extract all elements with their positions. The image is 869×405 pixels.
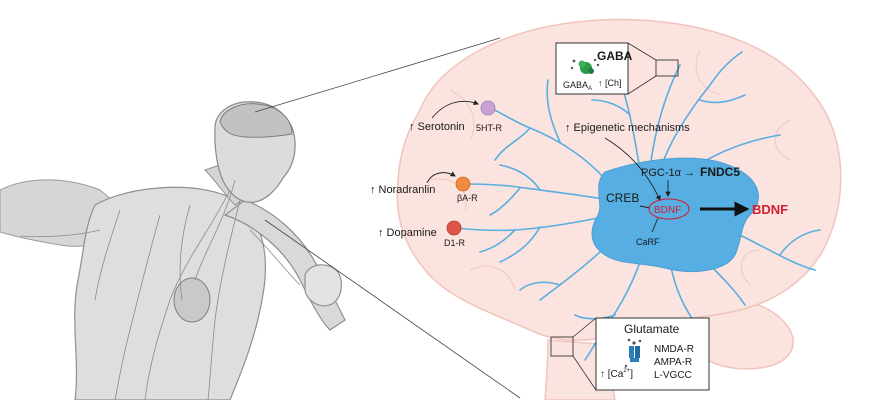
zoom-line-top	[254, 37, 501, 113]
gaba-inset: GABA GABAA ↑ [Ch]	[555, 42, 679, 95]
glutamate-box	[595, 317, 710, 391]
gaba-receptor-subscript: A	[588, 86, 592, 92]
carf-link	[651, 217, 659, 233]
gaba-chloride-label: ↑ [Ch]	[598, 78, 622, 88]
pgc-label: PGC-1α →	[641, 167, 695, 179]
calcium-label: ↑ [Ca2+]	[600, 368, 633, 380]
calcium-bracket: ]	[630, 369, 633, 380]
gaba-receptor-label: GABAA	[563, 80, 592, 92]
gaba-callout-line-top	[627, 42, 657, 61]
gaba-receptor-icon	[570, 58, 600, 74]
gaba-receptor-text: GABA	[563, 80, 588, 90]
bdnf-output-label: BDNF	[752, 202, 788, 217]
runner-torso	[74, 186, 267, 401]
glutamate-inset: Glutamate NMDA-R AMPA-R L-VGCC ↑ [Ca2+]	[550, 317, 710, 391]
serotonin-arrow	[431, 99, 480, 119]
runner-brain	[219, 103, 293, 138]
runner-heart	[173, 277, 211, 323]
glutamate-receptor-icon	[624, 338, 642, 368]
dendrites	[454, 44, 821, 361]
noradrenaline-arrow	[426, 171, 456, 184]
bdnf-ellipse	[648, 198, 690, 220]
glutamate-receptor-2: AMPA-R	[654, 357, 692, 368]
epigenetic-label: ↑ Epigenetic mechanisms	[565, 122, 690, 134]
runner-figure	[0, 101, 346, 401]
fndc5-label: FNDC5	[700, 165, 740, 179]
gaba-callout-line-bottom	[627, 75, 657, 95]
dopamine-receptor-dot	[446, 220, 462, 236]
dopamine-label: ↑ Dopamine	[378, 227, 437, 239]
glutamate-title: Glutamate	[624, 322, 680, 336]
glutamate-receptor-3: L-VGCC	[654, 370, 692, 381]
serotonin-receptor-label: 5HT-R	[476, 123, 503, 133]
zoom-line-bottom	[264, 219, 521, 399]
gaba-source-square	[655, 59, 679, 77]
neurotransmitter-inputs	[426, 99, 750, 236]
calcium-text: ↑ [Ca	[600, 369, 624, 380]
runner-vessels	[19, 179, 301, 401]
runner-fist	[304, 264, 342, 307]
noradrenaline-receptor-dot	[455, 176, 471, 192]
creb-label: CREB	[606, 191, 639, 205]
serotonin-label: ↑ Serotonin	[409, 121, 465, 133]
creb-link	[639, 205, 651, 209]
noradrenaline-label: ↑ Noradranlin	[370, 184, 435, 196]
diagram-labels: ↑ Serotonin 5HT-R ↑ Noradranlin βA-R ↑ D…	[370, 121, 788, 248]
gaba-title: GABA	[597, 49, 633, 63]
epigenetic-arrow	[604, 137, 661, 201]
dopamine-receptor-label: D1-R	[444, 238, 466, 248]
glutamate-callout-line-top	[572, 317, 597, 338]
calcium-superscript: 2+	[623, 368, 630, 374]
glutamate-receptor-1: NMDA-R	[654, 344, 694, 355]
glutamate-source-square	[550, 336, 574, 357]
serotonin-receptor-dot	[480, 100, 496, 116]
noradrenaline-receptor-label: βA-R	[457, 193, 478, 203]
glutamate-callout-line-bottom	[572, 355, 597, 391]
neuron-soma	[591, 157, 759, 273]
carf-label: CaRF	[636, 237, 660, 247]
bdnf-inner-label: BDNF	[654, 205, 681, 216]
